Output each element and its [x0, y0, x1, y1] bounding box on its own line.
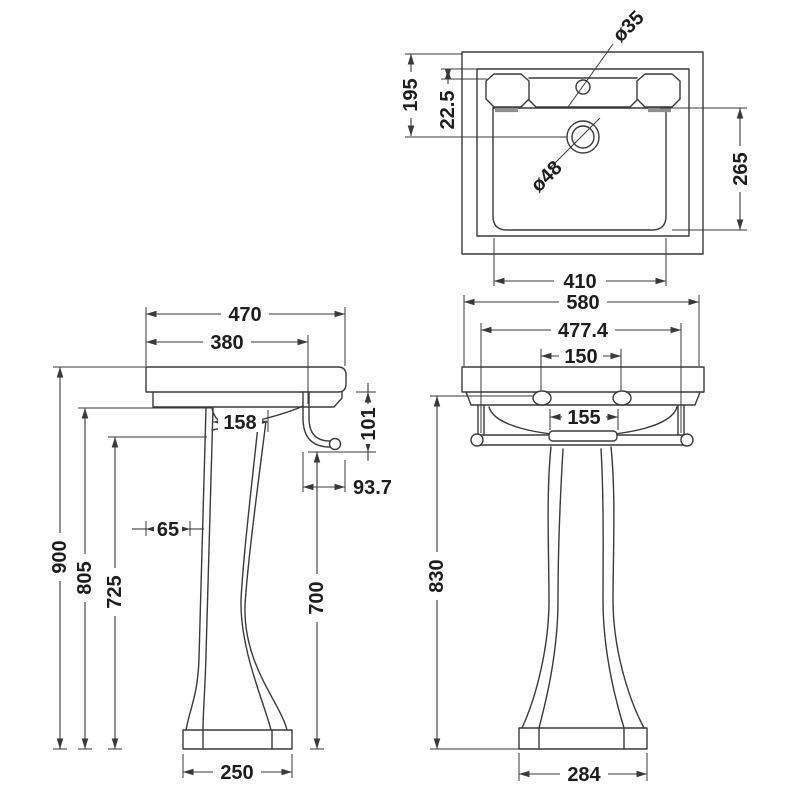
dim-plan-bowl-width: 410	[494, 271, 666, 293]
dim-side-rail-height-label: 700	[306, 581, 328, 614]
dim-front-rail-centres: 477.4	[481, 320, 681, 342]
rail-ball-end-side	[328, 437, 342, 451]
rail-bend-outer-side	[302, 417, 331, 448]
dim-plan-tap-hole-diameter: ø35	[609, 7, 649, 47]
dim-side-overall-height-label: 900	[49, 540, 71, 573]
dim-plan-bowl-depth-label: 265	[730, 152, 752, 185]
dim-front-tap-centres: 150	[541, 346, 621, 368]
dim-plan-bowl-depth: 265	[730, 108, 752, 230]
dim-side-underside-height: 805	[74, 408, 96, 749]
dim-side-base-depth-label: 250	[220, 762, 253, 784]
pedestal-back-outer-side	[185, 407, 207, 731]
pedestal-right-outer-front	[610, 446, 645, 729]
right-soap-recess	[636, 73, 681, 108]
waste-leader-line	[548, 117, 601, 170]
side-view: 470 380 158 101 93.7	[49, 304, 392, 784]
overflow-slot-front	[548, 430, 618, 442]
dim-side-base-depth: 250	[183, 762, 292, 784]
dim-plan-back-to-waste-label: 195	[400, 78, 422, 111]
dim-front-underside-height: 830	[426, 396, 448, 749]
left-soap-recess	[485, 73, 530, 108]
dim-side-bowl-bottom-height: 725	[104, 437, 126, 749]
tap-hole-leader-line	[567, 43, 614, 108]
dim-side-rail-height: 700	[306, 452, 328, 749]
pedestal-left-inner-front	[538, 448, 564, 729]
pedestal-front-inner-side	[240, 416, 272, 731]
dim-front-base-width-label: 284	[567, 764, 601, 786]
tap-recess-front-edge	[528, 99, 638, 108]
pedestal-front-outer-side	[244, 420, 288, 731]
dim-front-rail-centres-label: 477.4	[558, 320, 609, 342]
dim-side-pedestal-setback: 65	[132, 519, 204, 541]
dim-front-overall-width: 580	[464, 292, 699, 314]
dim-side-rail-projection: 93.7	[303, 477, 392, 499]
dim-plan-rim-inset-label: 22.5	[437, 91, 459, 130]
basin-outer-rim-plan	[461, 51, 704, 255]
dim-front-overflow-width: 155	[550, 407, 618, 429]
dim-front-underside-height-label: 830	[426, 559, 448, 592]
pedestal-base-side	[182, 729, 293, 750]
basin-slab-side	[145, 366, 347, 393]
basin-apron-side	[152, 391, 343, 408]
dim-side-tap-setback: 380	[146, 332, 308, 354]
dim-front-base-width: 284	[519, 764, 647, 786]
dim-side-rail-drop: 101	[358, 383, 380, 461]
basin-apron-front	[465, 391, 701, 406]
pedestal-right-inner-front	[600, 448, 625, 729]
dim-side-overall-height: 900	[49, 367, 71, 749]
tap-hole	[575, 79, 591, 95]
basin-slab-front	[461, 366, 705, 393]
dim-side-rail-projection-label: 93.7	[353, 477, 392, 499]
dim-front-overall-width-label: 580	[566, 292, 599, 314]
tap-hole-right-front	[612, 390, 632, 406]
dim-side-waste-to-front-label: 158	[223, 412, 256, 434]
dim-side-overall-depth: 470	[146, 304, 345, 326]
dim-side-overall-depth-label: 470	[228, 304, 261, 326]
dim-side-waste-to-front: 158	[213, 412, 268, 434]
front-view: 580 477.4 150 155 830 284	[426, 292, 705, 786]
dim-side-bowl-bottom-height-label: 725	[104, 575, 126, 608]
dim-front-overflow-width-label: 155	[567, 407, 600, 429]
pedestal-base-front	[518, 727, 648, 750]
pedestal-back-inner-side	[202, 407, 214, 731]
plan-view: 195 22.5 265 410 ø35 ø48	[400, 7, 752, 293]
dim-side-underside-height-label: 805	[74, 561, 96, 594]
rail-bend-inner-side	[308, 417, 331, 442]
dim-plan-tap-hole-diameter-label: ø35	[609, 7, 649, 47]
dim-plan-waste-diameter-label: ø48	[527, 157, 567, 197]
dim-side-pedestal-setback-label: 65	[157, 519, 179, 541]
dim-plan-waste-diameter: ø48	[527, 157, 567, 197]
dim-plan-bowl-width-label: 410	[563, 271, 596, 293]
dim-plan-rim-inset: 22.5	[437, 68, 459, 136]
dim-side-rail-drop-label: 101	[358, 407, 380, 440]
basin-inner-rim-plan	[476, 68, 690, 237]
pedestal-left-outer-front	[521, 446, 552, 729]
dim-front-tap-centres-label: 150	[564, 346, 597, 368]
rail-ball-right	[680, 433, 694, 447]
bowl-outline-plan	[492, 107, 667, 231]
dim-side-tap-setback-label: 380	[210, 332, 243, 354]
dim-plan-back-to-waste: 195	[400, 54, 422, 136]
rail-ball-left	[470, 433, 484, 447]
tap-hole-left-front	[532, 390, 552, 406]
waste-hole-inner	[571, 125, 595, 149]
